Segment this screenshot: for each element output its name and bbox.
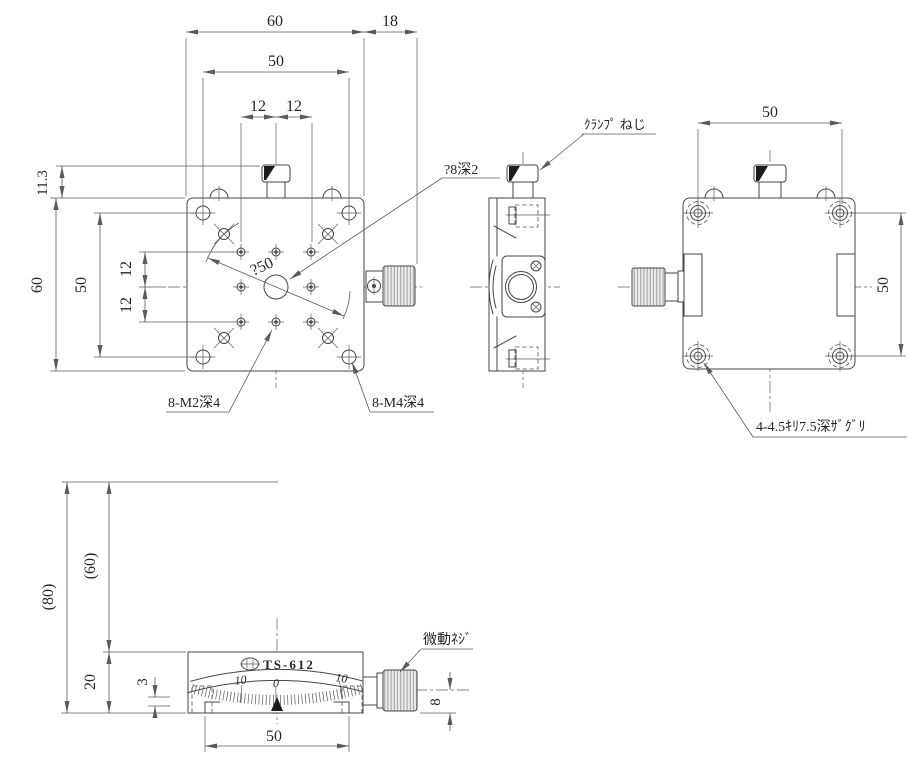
label-counterbore: 4-4.5ｷﾘ7.5深ｻﾞｸﾞﾘ (756, 419, 866, 435)
bottom-labels: 微動ﾈｼﾞ (399, 632, 473, 673)
back-dimensions: 50 50 (697, 104, 906, 357)
bottom-view: TS-612 10 0 10 (80) (60) 20 (40, 481, 473, 752)
label-clamp-screw: ｸﾗﾝﾌﾟ ねじ (584, 117, 646, 132)
front-corner-holes (191, 201, 361, 369)
dim-front-left-height: 60 (29, 277, 46, 293)
dim-front-top-holes: 50 (268, 53, 284, 70)
model-label: TS-612 (263, 657, 315, 672)
front-labels: ?8深2 8-M2深4 8-M4深4 (166, 162, 500, 413)
dim-total-height: (80) (40, 584, 57, 611)
dim-stage-height: (60) (82, 553, 99, 580)
label-m4-holes: 8-M4深4 (372, 395, 424, 411)
dim-front-left-holes: 50 (73, 277, 90, 293)
dim-front-clamp-height: 11.3 (35, 170, 51, 196)
dim-front-pitch-left: 12 (250, 98, 266, 115)
side-screws (530, 260, 542, 313)
dim-front-top-knob: 18 (382, 13, 398, 30)
dim-front-top-width: 60 (267, 13, 283, 30)
bottom-dimensions: (80) (60) 20 3 50 8 (40, 481, 456, 752)
front-top-dimensions: 60 18 50 12 12 (185, 13, 418, 264)
scale-label-right: 10 (335, 670, 349, 686)
scale-label-center: 0 (273, 676, 279, 690)
back-fine-screw-knob (631, 267, 685, 307)
back-view: 50 50 4-4.5ｷﾘ7.5深ｻﾞｸﾞﾘ (618, 104, 907, 438)
dim-knob-drop: 8 (428, 698, 444, 706)
dim-slot-span: 50 (266, 728, 282, 745)
dim-step: 3 (135, 678, 151, 686)
label-m2-holes: 8-M2深4 (168, 395, 220, 411)
side-labels: ｸﾗﾝﾌﾟ ねじ (539, 117, 656, 171)
front-fine-screw-knob (365, 265, 416, 307)
dim-front-pitch-right: 12 (286, 98, 302, 115)
dim-base-height: 20 (82, 674, 99, 690)
front-left-dimensions: 11.3 60 50 12 12 (29, 165, 260, 372)
dim-back-top-holes: 50 (762, 104, 778, 121)
scale-pointer (271, 697, 283, 711)
dim-back-right-holes: 50 (875, 277, 892, 293)
scale-label-left: 10 (234, 672, 248, 687)
front-view: ?50 60 18 50 12 12 (29, 13, 500, 413)
label-center-hole: ?8深2 (444, 162, 478, 178)
bottom-fine-screw-knob (362, 669, 418, 712)
back-labels: 4-4.5ｷﾘ7.5深ｻﾞｸﾞﾘ (703, 362, 907, 438)
side-view: ｸﾗﾝﾌﾟ ねじ (470, 117, 656, 388)
dim-front-pitch-top: 12 (118, 261, 135, 277)
label-fine-screw: 微動ﾈｼﾞ (423, 632, 472, 648)
dim-front-pitch-bottom: 12 (118, 297, 135, 313)
